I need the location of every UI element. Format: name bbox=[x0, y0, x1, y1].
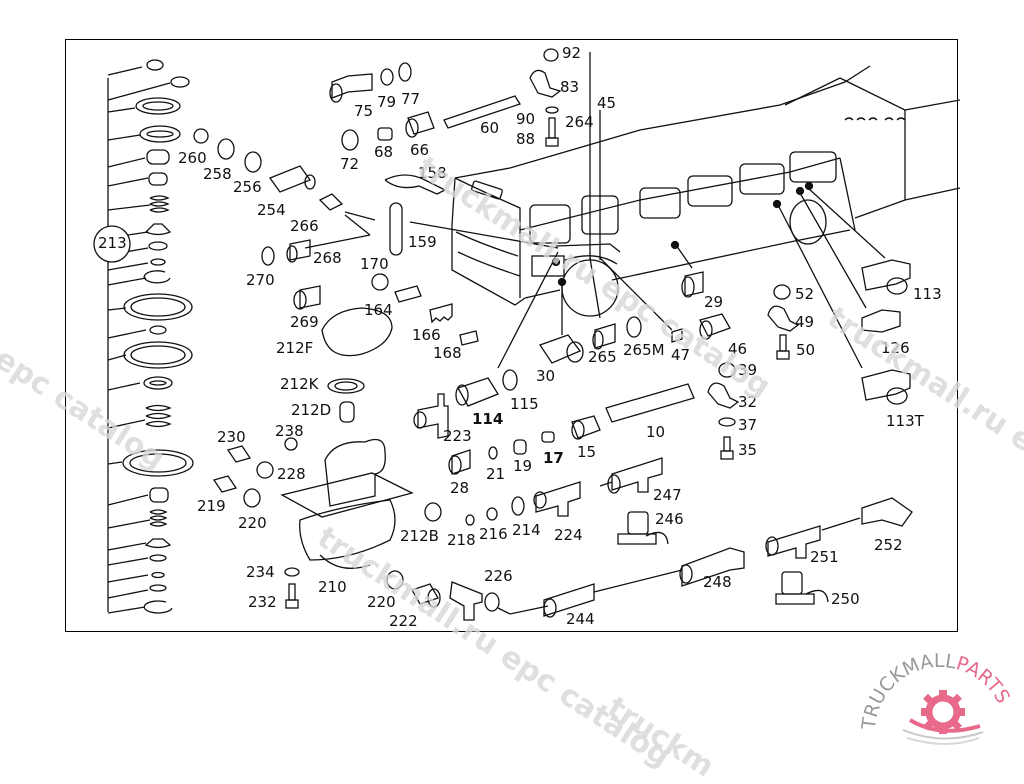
part-label[interactable]: 220 bbox=[367, 593, 396, 611]
part-label[interactable]: 83 bbox=[560, 78, 580, 96]
part-label[interactable]: 212B bbox=[400, 527, 439, 545]
part-label[interactable]: 222 bbox=[389, 612, 418, 630]
part-label[interactable]: 52 bbox=[795, 285, 815, 303]
part-label[interactable]: 254 bbox=[257, 201, 286, 219]
part-label[interactable]: 47 bbox=[671, 346, 691, 364]
part-label[interactable]: 232 bbox=[248, 593, 277, 611]
part-label[interactable]: 166 bbox=[412, 326, 441, 344]
part-label[interactable]: 113T bbox=[886, 412, 924, 430]
part-label[interactable]: 90 bbox=[516, 110, 536, 128]
part-label[interactable]: 224 bbox=[554, 526, 583, 544]
gear-icon bbox=[902, 690, 984, 745]
part-label[interactable]: 260 bbox=[178, 149, 207, 167]
part-label[interactable]: 251 bbox=[810, 548, 839, 566]
part-label[interactable]: 164 bbox=[364, 301, 393, 319]
part-label[interactable]: 226 bbox=[484, 567, 513, 585]
part-label[interactable]: 264 bbox=[565, 113, 594, 131]
part-label[interactable]: 247 bbox=[653, 486, 682, 504]
part-label[interactable]: 29 bbox=[704, 293, 724, 311]
part-label[interactable]: 210 bbox=[318, 578, 347, 596]
part-label[interactable]: 17 bbox=[543, 449, 564, 467]
part-label[interactable]: 230 bbox=[217, 428, 246, 446]
part-label[interactable]: 115 bbox=[510, 395, 539, 413]
part-label[interactable]: 92 bbox=[562, 44, 582, 62]
part-label[interactable]: 238 bbox=[275, 422, 304, 440]
part-label[interactable]: 88 bbox=[516, 130, 536, 148]
part-label[interactable]: 32 bbox=[738, 393, 758, 411]
part-label[interactable]: 256 bbox=[233, 178, 262, 196]
part-label[interactable]: 10 bbox=[646, 423, 666, 441]
part-label[interactable]: 45 bbox=[597, 94, 617, 112]
bus-leaders bbox=[304, 187, 886, 369]
part-label[interactable]: 248 bbox=[703, 573, 732, 591]
part-label[interactable]: 220 bbox=[238, 514, 267, 532]
part-label[interactable]: 269 bbox=[290, 313, 319, 331]
part-label[interactable]: 250 bbox=[831, 590, 860, 608]
stack-leaders bbox=[107, 66, 171, 614]
part-label[interactable]: 114 bbox=[472, 410, 504, 428]
part-label[interactable]: 113 bbox=[913, 285, 942, 303]
truckmallparts-logo[interactable]: TRUCKMALLPARTS bbox=[855, 650, 1020, 750]
fittings bbox=[193, 48, 913, 621]
part-label[interactable]: 159 bbox=[408, 233, 437, 251]
part-label[interactable]: 212F bbox=[276, 339, 314, 357]
part-label[interactable]: 35 bbox=[738, 441, 758, 459]
part-label[interactable]: 30 bbox=[536, 367, 556, 385]
part-label[interactable]: 158 bbox=[418, 164, 447, 182]
part-label[interactable]: 268 bbox=[313, 249, 342, 267]
part-label[interactable]: 265 bbox=[588, 348, 617, 366]
part-label[interactable]: 258 bbox=[203, 165, 232, 183]
part-label[interactable]: 214 bbox=[512, 521, 541, 539]
part-label[interactable]: 77 bbox=[401, 90, 421, 108]
part-label[interactable]: 28 bbox=[450, 479, 470, 497]
part-label[interactable]: 223 bbox=[443, 427, 472, 445]
part-label[interactable]: 72 bbox=[340, 155, 360, 173]
part-label[interactable]: 60 bbox=[480, 119, 500, 137]
part-label[interactable]: 68 bbox=[374, 143, 394, 161]
part-label[interactable]: 212K bbox=[280, 375, 319, 393]
parts-diagram bbox=[93, 48, 961, 621]
part-label[interactable]: 246 bbox=[655, 510, 684, 528]
part-label[interactable]: 234 bbox=[246, 563, 275, 581]
part-label[interactable]: 126 bbox=[881, 339, 910, 357]
part-label[interactable]: 21 bbox=[486, 465, 506, 483]
bus-illustration bbox=[451, 52, 961, 317]
logo-text-accent: PARTS bbox=[953, 652, 1014, 707]
part-label[interactable]: 79 bbox=[377, 93, 397, 111]
part-label[interactable]: 244 bbox=[566, 610, 595, 628]
part-label[interactable]: 212D bbox=[291, 401, 332, 419]
part-label[interactable]: 265M bbox=[623, 341, 665, 359]
part-label[interactable]: 216 bbox=[479, 525, 508, 543]
part-label[interactable]: 75 bbox=[354, 102, 374, 120]
callout-circle-213 bbox=[93, 225, 131, 263]
callout-label-213: 213 bbox=[98, 234, 127, 252]
part-label[interactable]: 266 bbox=[290, 217, 319, 235]
part-label[interactable]: 228 bbox=[277, 465, 306, 483]
part-label[interactable]: 19 bbox=[513, 457, 533, 475]
part-label[interactable]: 39 bbox=[738, 361, 758, 379]
part-label[interactable]: 37 bbox=[738, 416, 758, 434]
part-label[interactable]: 168 bbox=[433, 344, 462, 362]
part-label[interactable]: 252 bbox=[874, 536, 903, 554]
diagram-frame bbox=[65, 39, 958, 632]
logo-text: TRUCKMALLPARTS bbox=[858, 650, 1014, 732]
part-label[interactable]: 50 bbox=[796, 341, 816, 359]
part-label[interactable]: 49 bbox=[795, 313, 815, 331]
stack-parts bbox=[122, 59, 194, 614]
part-label[interactable]: 218 bbox=[447, 531, 476, 549]
part-label[interactable]: 15 bbox=[577, 443, 597, 461]
part-label[interactable]: 170 bbox=[360, 255, 389, 273]
part-label[interactable]: 270 bbox=[246, 271, 275, 289]
part-label[interactable]: 46 bbox=[728, 340, 748, 358]
part-label[interactable]: 66 bbox=[410, 141, 430, 159]
part-label[interactable]: 219 bbox=[197, 497, 226, 515]
